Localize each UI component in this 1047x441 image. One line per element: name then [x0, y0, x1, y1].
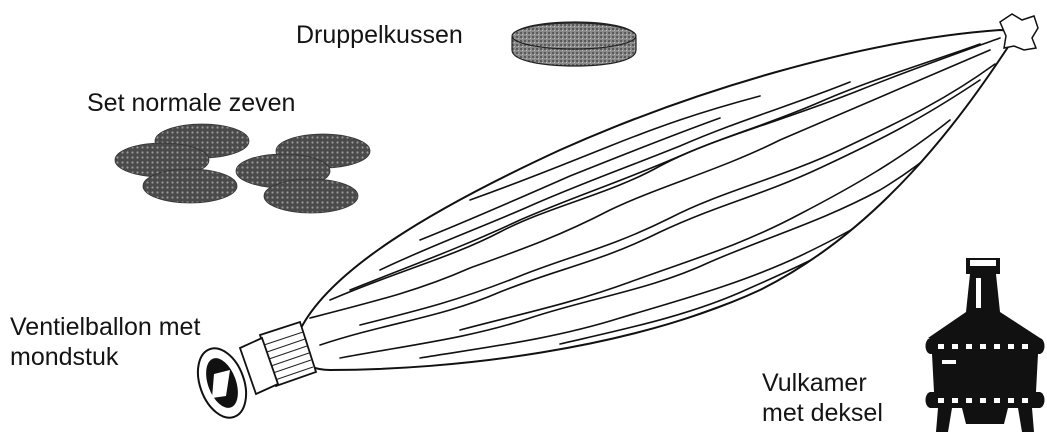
sieve-set-icon	[115, 124, 370, 213]
drip-cushion-label: Druppelkussen	[296, 20, 463, 50]
filling-chamber-label-line2: met deksel	[762, 398, 883, 428]
filling-chamber-icon	[926, 258, 1045, 432]
valve-balloon-label-line2: mondstuk	[10, 342, 200, 372]
sieve-set-label: Set normale zeven	[87, 88, 295, 118]
filling-chamber-label-line1: Vulkamer	[762, 368, 883, 398]
filling-chamber-label: Vulkamer met deksel	[762, 368, 883, 428]
valve-balloon-icon	[189, 14, 1038, 424]
drip-cushion-icon	[512, 22, 636, 66]
valve-balloon-label-line1: Ventielballon met	[10, 312, 200, 342]
valve-balloon-label: Ventielballon met mondstuk	[10, 312, 200, 372]
